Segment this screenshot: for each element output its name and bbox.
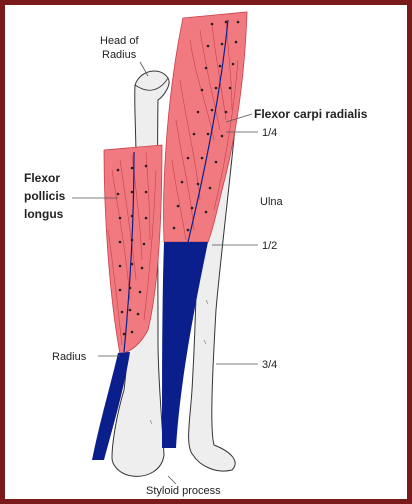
forearm-anatomy-diagram: Head of Radius Flexor carpi radialis 1/4… <box>5 5 407 499</box>
styloid-process-leader <box>168 476 176 484</box>
label-head-of-radius-line1: Head of <box>100 35 139 47</box>
label-radius: Radius <box>52 351 87 363</box>
label-head-of-radius-line2: Radius <box>102 49 137 61</box>
label-flexor-pollicis-line2: pollicis <box>24 189 66 203</box>
label-fraction-half: 1/2 <box>262 240 277 252</box>
flexor-carpi-radialis-muscle <box>164 12 247 242</box>
label-flexor-carpi-radialis: Flexor carpi radialis <box>254 107 368 121</box>
label-flexor-pollicis-line3: longus <box>24 207 64 221</box>
label-fraction-quarter: 1/4 <box>262 127 277 139</box>
label-fraction-three-quarter: 3/4 <box>262 359 277 371</box>
label-styloid-process: Styloid process <box>146 485 221 497</box>
label-flexor-pollicis-line1: Flexor <box>24 171 60 185</box>
label-ulna: Ulna <box>260 196 284 208</box>
